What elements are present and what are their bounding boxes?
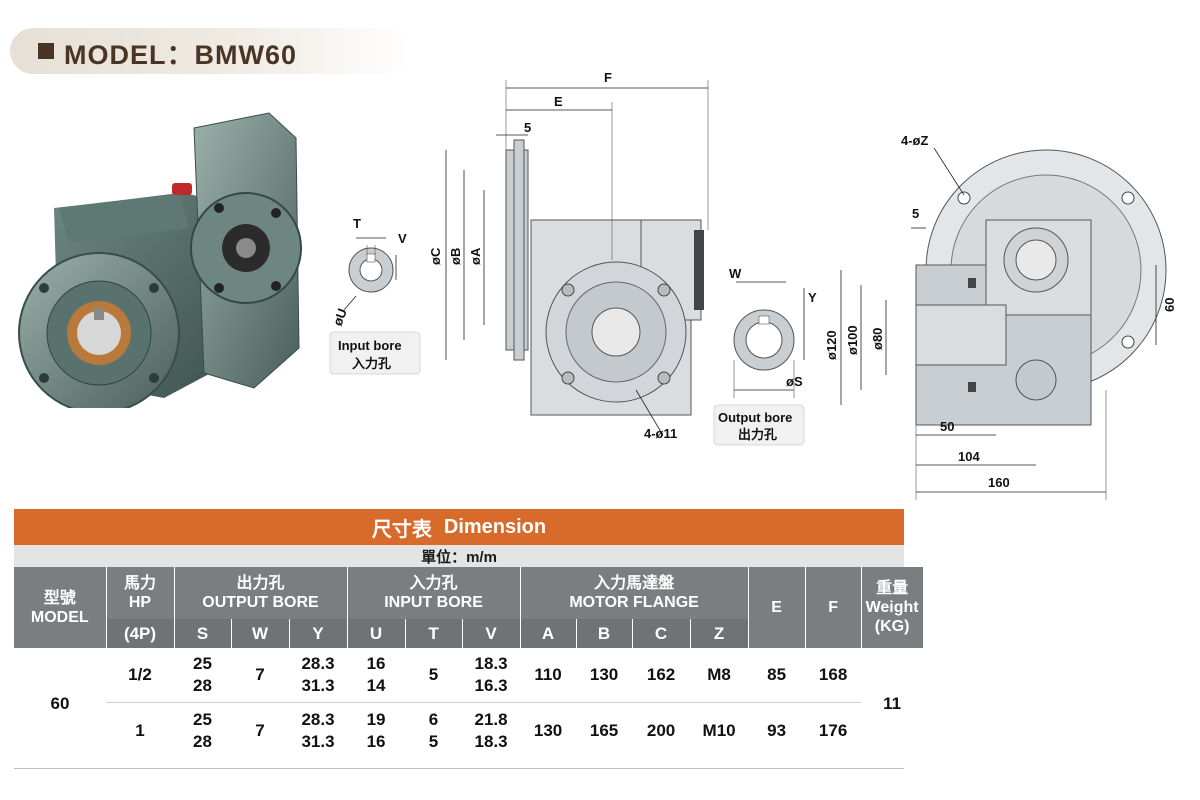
cell-E: 93 <box>748 702 806 759</box>
table-title-en: Dimension <box>443 515 547 538</box>
side-view-drawing: F E 5 øC øB øA 4-ø11 <box>428 70 709 441</box>
header-Z: Z <box>690 619 749 648</box>
table-unit: 單位：m/m <box>14 545 904 567</box>
label-50: 50 <box>940 419 954 434</box>
label-4-holes: 4-ø11 <box>644 426 677 441</box>
output-bore-caption-en: Output bore <box>718 410 792 425</box>
table-title: 尺寸表 Dimension <box>14 509 904 545</box>
input-bore-caption-zh: 入力孔 <box>352 356 391 371</box>
cell-B: 165 <box>576 702 633 759</box>
label-front-5: 5 <box>912 206 919 221</box>
cell-A: 110 <box>534 665 562 684</box>
cell-B: 130 <box>589 665 619 684</box>
header-S: S <box>174 619 232 648</box>
label-60: 60 <box>1162 298 1177 312</box>
cell-F: 176 <box>805 702 862 759</box>
header-Y: Y <box>289 619 348 648</box>
label-T: T <box>353 216 361 231</box>
header-C: C <box>632 619 691 648</box>
model-title: MODEL：BMW60 <box>64 40 297 70</box>
output-bore-detail: W Y øS Output bore 出力孔 <box>713 266 817 446</box>
label-Z-holes: 4-øZ <box>901 133 929 148</box>
label-C: øC <box>428 247 443 265</box>
header-V: V <box>462 619 521 648</box>
cell-weight: 11 <box>883 693 902 713</box>
label-B: øB <box>448 248 463 265</box>
table-bottom-rule <box>14 768 904 769</box>
cell-A: 130 <box>520 702 577 759</box>
label-104: 104 <box>958 449 980 464</box>
input-bore-detail: T V øU Input bore 入力孔 <box>329 216 421 375</box>
cell-W: 7 <box>255 665 265 684</box>
header-E: E <box>748 567 806 648</box>
cell-model: 60 <box>50 693 70 713</box>
cell-F: 168 <box>818 665 848 684</box>
label-A: øA <box>468 247 483 265</box>
label-d100: ø100 <box>845 325 860 355</box>
label-V: V <box>398 231 407 246</box>
square-bullet-icon <box>38 43 54 59</box>
cell-E: 85 <box>767 665 787 684</box>
header-U: U <box>347 619 406 648</box>
technical-drawings: T V øU Input bore 入力孔 F E 5 øC øB øA 4-ø… <box>329 70 1177 500</box>
cell-hp: 1 <box>106 702 174 759</box>
model-banner <box>10 28 410 74</box>
cell-hp: 1/2 <box>128 665 152 684</box>
label-d80: ø80 <box>870 328 885 350</box>
cell-Z: M8 <box>707 665 731 684</box>
label-d120: ø120 <box>824 330 839 360</box>
cell-Z: M10 <box>690 702 749 759</box>
label-U: øU <box>330 306 350 327</box>
label-Y: Y <box>808 290 817 305</box>
label-160: 160 <box>988 475 1010 490</box>
front-view-drawing: 4-øZ 5 ø120 ø100 ø80 60 50 104 160 <box>824 133 1177 500</box>
label-F: F <box>604 70 612 85</box>
header-hp-4p: (4P) <box>106 619 175 648</box>
label-E: E <box>554 94 563 109</box>
cell-C: 162 <box>646 665 676 684</box>
gearbox-photo <box>18 112 302 408</box>
cell-C: 200 <box>632 702 691 759</box>
input-bore-caption-en: Input bore <box>338 338 402 353</box>
header-W: W <box>231 619 290 648</box>
header-F: F <box>805 567 862 648</box>
header-T: T <box>405 619 463 648</box>
cell-T: 5 <box>428 665 439 684</box>
output-bore-caption-zh: 出力孔 <box>738 427 777 442</box>
label-S: øS <box>786 374 803 389</box>
header-B: B <box>576 619 633 648</box>
label-5: 5 <box>524 120 531 135</box>
table-title-zh: 尺寸表 <box>371 518 432 541</box>
cell-W: 7 <box>231 702 289 759</box>
label-W: W <box>729 266 742 281</box>
header-A: A <box>520 619 577 648</box>
